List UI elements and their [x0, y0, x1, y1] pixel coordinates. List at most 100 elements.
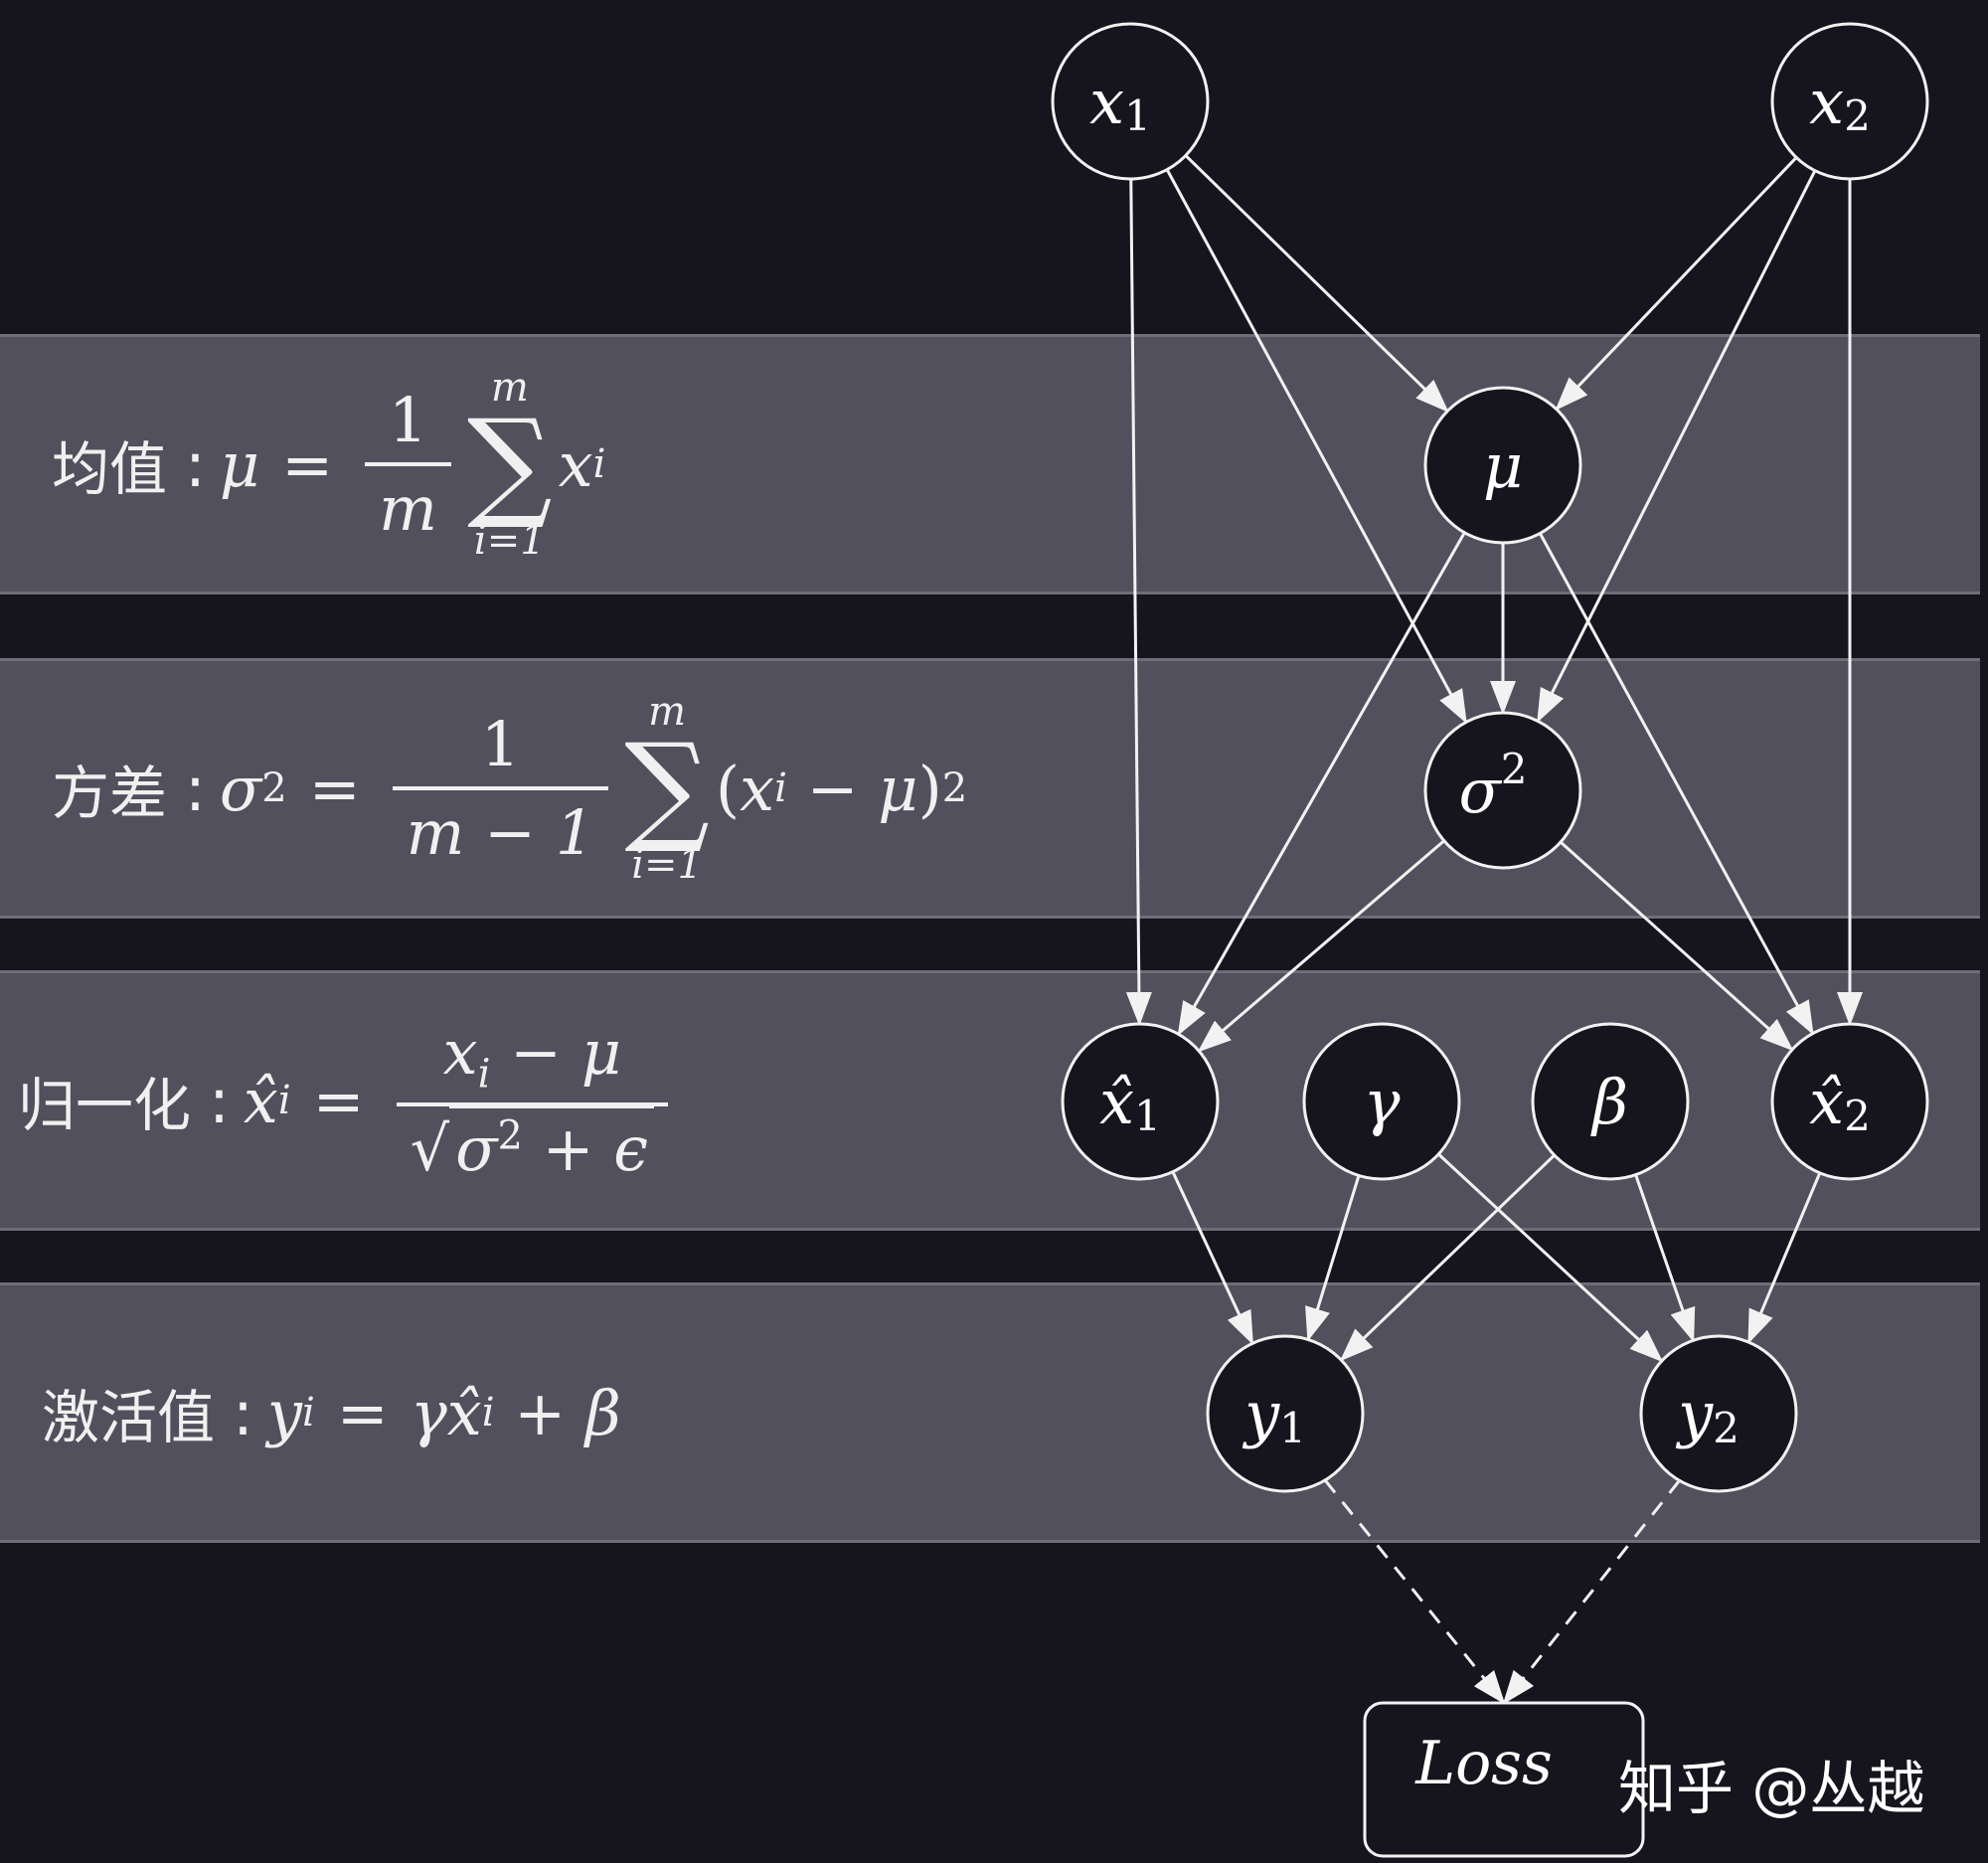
formula-normalize-den-rest: + ϵ	[522, 1112, 649, 1186]
formula-normalize-den: √σ2 + ϵ	[396, 1102, 669, 1186]
node-xhat2-label: x̂2	[1809, 1066, 1871, 1140]
node-gamma: γ	[1302, 1022, 1461, 1181]
formula-activation-var-sub: i	[301, 1390, 315, 1436]
node-sigma2-label: σ2	[1458, 745, 1527, 827]
formula-variance-colon: :	[185, 752, 206, 825]
formula-mean-eq: =	[281, 427, 334, 501]
formula-variance-label: 方差	[52, 760, 168, 827]
node-y2-circle	[1639, 1334, 1798, 1493]
edge-x1-to-mu	[1184, 154, 1449, 413]
node-gamma-label: γ	[1363, 1066, 1401, 1138]
formula-mean-sum-top: m	[490, 365, 529, 411]
formula-normalize-den-sigma: σ	[455, 1112, 498, 1186]
node-xhat2-circle	[1770, 1022, 1929, 1181]
node-y1-circle	[1206, 1334, 1365, 1493]
node-x2: x2	[1770, 22, 1929, 181]
edge-gamma-to-y2	[1437, 1152, 1664, 1363]
band-mean	[0, 334, 1980, 594]
formula-variance-open: (	[715, 752, 741, 825]
formula-mean-var: μ	[219, 427, 260, 501]
edge-x1-to-sigma2	[1165, 168, 1468, 725]
formula-activation-beta: β	[584, 1376, 621, 1449]
formula-activation-x: x̂	[446, 1376, 482, 1449]
edge-y1-to-loss	[1323, 1479, 1506, 1705]
formula-variance-term-sup: 2	[941, 765, 968, 811]
formula-normalize-root: √	[410, 1112, 450, 1186]
formula-mean-sum: m ∑ i=1	[467, 368, 553, 561]
formula-normalize: 归一化 : x̂i = xi − μ √σ2 + ϵ	[18, 970, 678, 1231]
formula-variance-sum: m ∑ i=1	[624, 692, 710, 885]
node-x2-label: x2	[1809, 66, 1871, 140]
node-gamma-circle	[1302, 1022, 1461, 1181]
node-beta-circle	[1531, 1022, 1690, 1181]
formula-mean-num: 1	[388, 384, 428, 456]
formula-variance-term-sub: i	[774, 765, 787, 811]
formula-variance-num: 1	[480, 708, 521, 780]
formula-normalize-label: 归一化	[18, 1072, 192, 1139]
formula-activation-gamma: γ	[410, 1376, 447, 1449]
edge-gamma-to-y1	[1305, 1175, 1361, 1342]
formula-activation-eq: =	[336, 1376, 389, 1449]
formula-activation-var: y	[266, 1376, 302, 1449]
formula-normalize-num-x: x	[442, 1015, 478, 1089]
formula-variance-term-mu: μ	[878, 752, 918, 825]
formula-normalize-var: x̂	[243, 1064, 278, 1137]
edge-sigma2-to-xhat2	[1560, 840, 1794, 1052]
node-y1-label: y1	[1242, 1378, 1306, 1452]
node-loss: Loss	[1363, 1701, 1645, 1858]
node-xhat1-label: x̂1	[1099, 1066, 1161, 1140]
edge-mu-to-xhat1	[1177, 532, 1466, 1036]
formula-mean-colon: :	[185, 427, 206, 501]
edge-x2-to-mu	[1555, 156, 1798, 411]
formula-mean-den: m	[365, 462, 451, 545]
edge-x1-to-xhat1	[1125, 178, 1152, 1027]
node-y2: y2	[1639, 1334, 1798, 1493]
formula-normalize-num-rest: − μ	[490, 1015, 622, 1089]
node-x1: x1	[1051, 22, 1210, 181]
formula-variance-fraction: 1 m − 1	[392, 708, 609, 869]
node-x2-circle	[1770, 22, 1929, 181]
formula-variance-den: m − 1	[392, 786, 609, 869]
formula-normalize-eq: =	[312, 1064, 365, 1137]
node-loss-box	[1363, 1701, 1645, 1858]
formula-variance-minus: −	[786, 752, 879, 825]
node-beta: β	[1531, 1022, 1690, 1181]
edge-x2-to-sigma2	[1536, 169, 1817, 724]
node-y1: y1	[1206, 1334, 1365, 1493]
formula-activation-label: 激活值	[42, 1384, 216, 1451]
formula-normalize-colon: :	[209, 1064, 230, 1137]
formula-mean-sum-bottom: i=1	[473, 518, 546, 564]
formula-normalize-var-sub: i	[277, 1078, 291, 1123]
formula-activation-colon: :	[233, 1376, 253, 1449]
graph-edges	[1125, 154, 1863, 1705]
node-xhat2: x̂2	[1770, 1022, 1929, 1181]
formula-variance-sum-symbol: ∑	[624, 719, 710, 857]
node-xhat1-circle	[1061, 1022, 1220, 1181]
node-mu: μ	[1423, 386, 1582, 545]
formula-normalize-den-sup: 2	[497, 1112, 523, 1159]
node-mu-label: μ	[1483, 429, 1523, 502]
formula-normalize-num-sub: i	[477, 1051, 491, 1098]
edge-mu-to-xhat2	[1539, 532, 1814, 1036]
formula-variance-close: )	[917, 752, 942, 825]
node-sigma2-circle	[1423, 711, 1582, 870]
node-mu-circle	[1423, 386, 1582, 545]
formula-normalize-fraction: xi − μ √σ2 + ϵ	[396, 1016, 669, 1186]
edge-xhat1-to-y1	[1171, 1171, 1254, 1346]
watermark: 知乎 @丛越	[1618, 1755, 1925, 1822]
node-xhat1: x̂1	[1061, 1022, 1220, 1181]
band-variance	[0, 658, 1980, 919]
node-x1-label: x1	[1089, 66, 1151, 140]
node-x1-circle	[1051, 22, 1210, 181]
formula-variance-term-x: x	[740, 752, 775, 825]
formula-activation-plus: +	[494, 1376, 585, 1449]
formula-mean-term: x	[558, 427, 593, 501]
edge-y2-to-loss	[1502, 1479, 1681, 1705]
formula-variance-var-sup: 2	[261, 765, 287, 811]
formula-normalize-num: xi − μ	[429, 1016, 635, 1102]
